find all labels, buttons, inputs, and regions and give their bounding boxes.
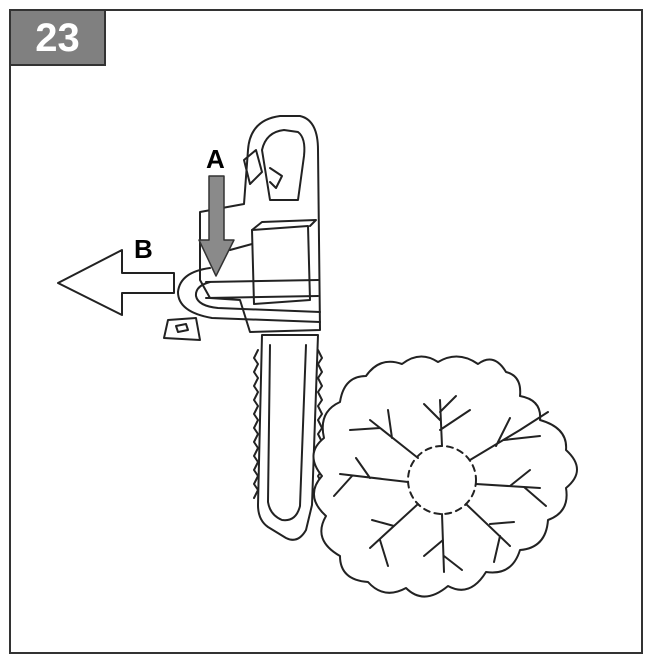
hand-guard-tab xyxy=(163,317,201,341)
arrow-b xyxy=(57,249,175,316)
front-handle xyxy=(177,267,321,323)
figure-number-badge: 23 xyxy=(11,11,106,66)
tree-stump xyxy=(312,355,578,598)
arrow-a xyxy=(198,175,235,277)
label-b: B xyxy=(134,234,153,264)
label-a: A xyxy=(206,144,225,174)
guide-bar xyxy=(253,334,323,541)
figure-frame xyxy=(9,9,643,654)
chainsaw-body xyxy=(199,115,321,333)
